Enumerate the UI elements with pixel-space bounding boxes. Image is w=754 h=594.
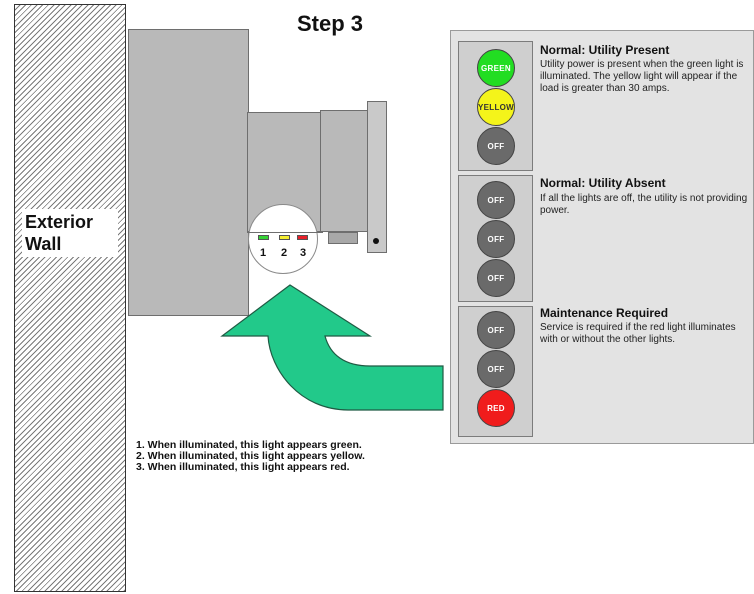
legend-item-2: 2. When illuminated, this light appears …: [136, 450, 365, 462]
light-off: OFF: [477, 220, 515, 258]
light-legend: 1. When illuminated, this light appears …: [136, 440, 365, 473]
led-number-3: 3: [299, 247, 307, 259]
meter-base: [128, 29, 249, 316]
section-title-utility-present: Normal: Utility Present: [540, 43, 670, 57]
section-desc-maintenance: Service is required if the red light ill…: [540, 322, 736, 345]
section-title-maintenance: Maintenance Required: [540, 306, 669, 320]
light-red: RED: [477, 389, 515, 427]
curved-arrow-icon: [220, 284, 444, 411]
section-desc-utility-present: Utility power is present when the green …: [540, 59, 744, 94]
light-off: OFF: [477, 181, 515, 219]
light-off: OFF: [477, 311, 515, 349]
meter-edge-line: [247, 232, 323, 233]
light-green: GREEN: [477, 49, 515, 87]
step-title: Step 3: [296, 11, 364, 36]
light-off: OFF: [477, 350, 515, 388]
light-yellow: YELLOW: [477, 88, 515, 126]
section-desc-utility-absent: If all the lights are off, the utility i…: [540, 193, 748, 216]
led-yellow: [279, 235, 290, 240]
wall-label: Exterior Wall: [22, 209, 118, 257]
light-off: OFF: [477, 259, 515, 297]
meter-screw: [373, 238, 379, 244]
legend-item-3: 3. When illuminated, this light appears …: [136, 461, 350, 473]
wall-label-line-2: Wall: [25, 234, 62, 254]
section-title-utility-absent: Normal: Utility Absent: [540, 176, 666, 190]
exterior-wall: [14, 4, 126, 592]
led-red: [297, 235, 308, 240]
meter-plate: [367, 101, 387, 253]
led-number-1: 1: [259, 247, 267, 259]
wall-label-line-1: Exterior: [25, 212, 94, 232]
legend-item-1: 1. When illuminated, this light appears …: [136, 439, 362, 451]
meter-lip: [328, 232, 358, 244]
led-green: [258, 235, 269, 240]
light-off: OFF: [477, 127, 515, 165]
led-number-2: 2: [280, 247, 288, 259]
meter-front: [320, 110, 368, 232]
